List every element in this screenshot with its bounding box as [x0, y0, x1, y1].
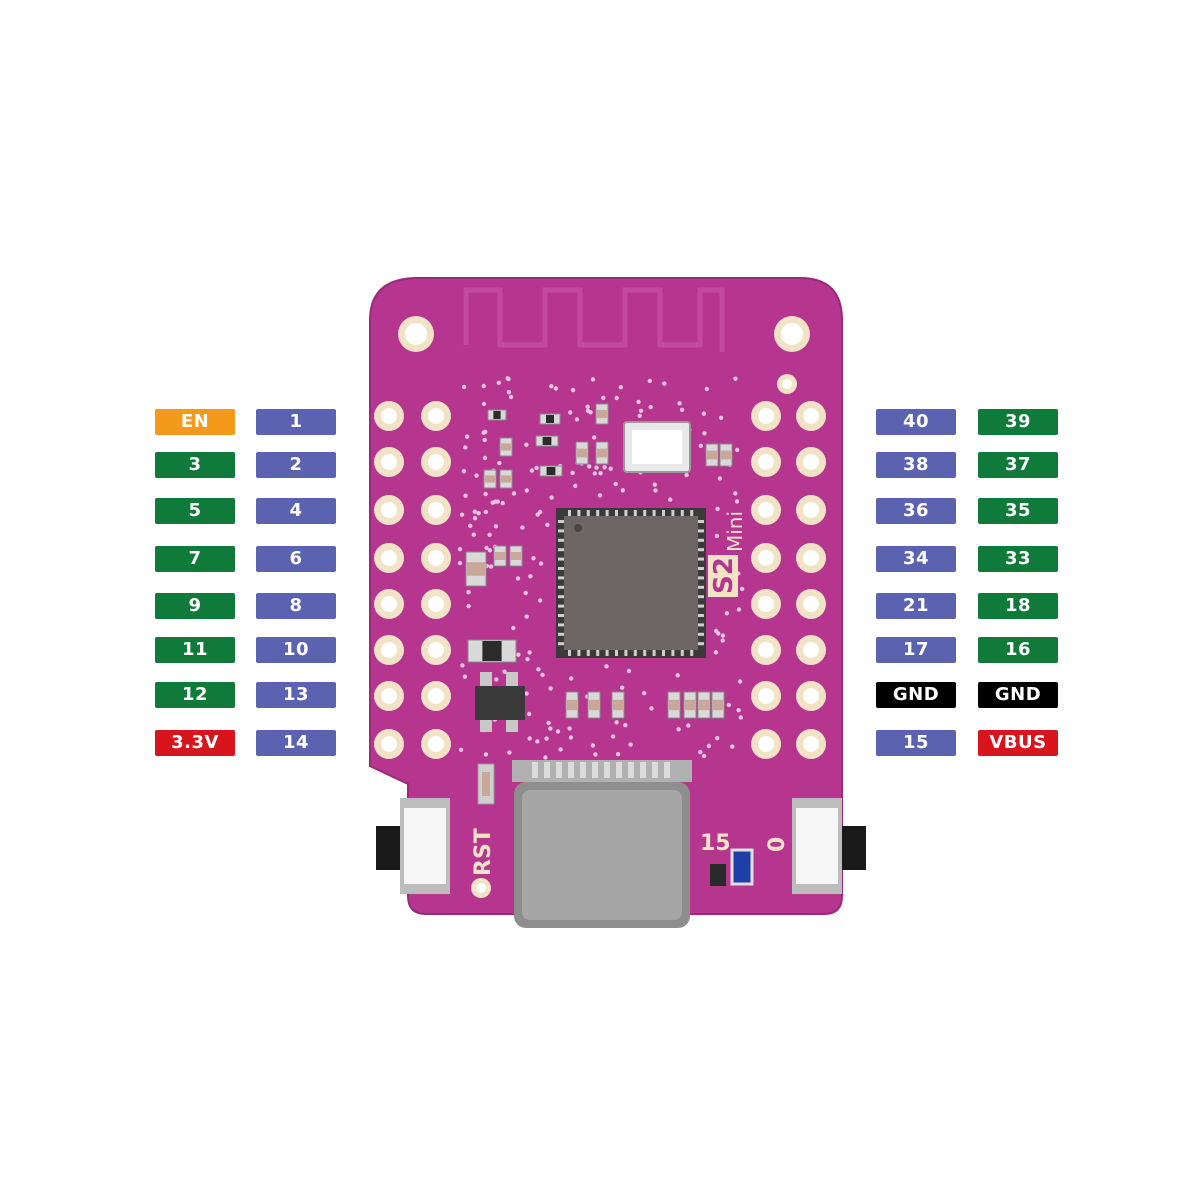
pin-label-right-outer-0: 39: [978, 409, 1058, 435]
pin-label-right-inner-4: 21: [876, 593, 956, 619]
boot-button[interactable]: [792, 798, 866, 894]
pin-label-left-outer-7: 3.3V: [155, 730, 235, 756]
s2-mini-silkscreen: S2 Mini: [708, 511, 747, 597]
pin-label-right-inner-2: 36: [876, 498, 956, 524]
pin-label-right-inner-6: GND: [876, 682, 956, 708]
pin-label-right-outer-3: 33: [978, 546, 1058, 572]
pin-label-left-inner-1: 2: [256, 452, 336, 478]
svg-text:S2: S2: [709, 557, 739, 594]
pin15-silkscreen: 15: [700, 831, 731, 856]
pin-label-right-outer-2: 35: [978, 498, 1058, 524]
pin-label-left-outer-2: 5: [155, 498, 235, 524]
pin-label-left-inner-6: 13: [256, 682, 336, 708]
pin-label-left-inner-0: 1: [256, 409, 336, 435]
pin-label-right-inner-1: 38: [876, 452, 956, 478]
antenna-trace: [463, 287, 725, 352]
pin-label-right-inner-7: 15: [876, 730, 956, 756]
header-holes: [374, 401, 826, 759]
pin-label-left-outer-4: 9: [155, 593, 235, 619]
smd-components: [465, 403, 733, 719]
pin-label-right-outer-4: 18: [978, 593, 1058, 619]
rst-button[interactable]: [376, 798, 450, 894]
pin0-silkscreen: 0: [765, 837, 790, 852]
led: [730, 848, 754, 886]
pin-label-left-inner-4: 8: [256, 593, 336, 619]
pin-label-right-outer-6: GND: [978, 682, 1058, 708]
pin-label-left-inner-7: 14: [256, 730, 336, 756]
pin-label-left-inner-3: 6: [256, 546, 336, 572]
pin-label-left-outer-6: 12: [155, 682, 235, 708]
pin-label-right-inner-3: 34: [876, 546, 956, 572]
pin-label-right-outer-1: 37: [978, 452, 1058, 478]
esp32-s2-chip: [556, 508, 706, 658]
svg-text:Mini: Mini: [723, 511, 747, 552]
usb-c-connector: [512, 760, 692, 928]
pin-label-right-inner-5: 17: [876, 637, 956, 663]
voltage-regulator: [475, 672, 525, 732]
pin-label-left-inner-5: 10: [256, 637, 336, 663]
pin-label-right-outer-7: VBUS: [978, 730, 1058, 756]
pin-label-left-outer-3: 7: [155, 546, 235, 572]
pin-label-right-inner-0: 40: [876, 409, 956, 435]
rst-silkscreen: RST: [471, 828, 496, 876]
pin-label-left-inner-2: 4: [256, 498, 336, 524]
pin-label-right-outer-5: 16: [978, 637, 1058, 663]
pin-label-left-outer-0: EN: [155, 409, 235, 435]
pin-label-left-outer-5: 11: [155, 637, 235, 663]
pin-label-left-outer-1: 3: [155, 452, 235, 478]
